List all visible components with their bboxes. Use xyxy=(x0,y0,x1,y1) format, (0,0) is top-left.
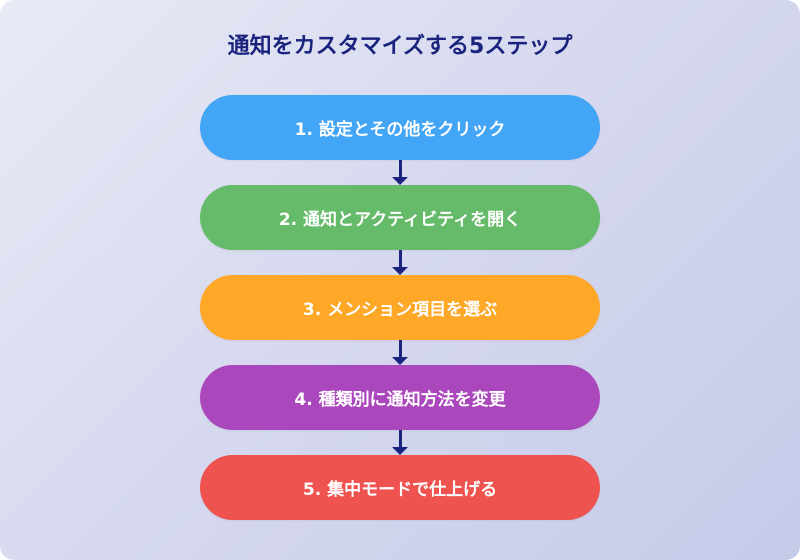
step-1-node: 1. 設定とその他をクリック xyxy=(200,95,600,160)
step-3-label: 3. メンション項目を選ぶ xyxy=(302,300,498,320)
step-4-label: 4. 種類別に通知方法を変更 xyxy=(294,390,506,410)
connector-2-3 xyxy=(392,250,408,275)
diagram-title: 通知をカスタマイズする5ステップ xyxy=(227,34,573,59)
connector-line xyxy=(398,160,402,179)
step-4-node: 4. 種類別に通知方法を変更 xyxy=(200,365,600,430)
arrow-down-icon xyxy=(392,357,408,365)
arrow-down-icon xyxy=(392,447,408,455)
step-2-node: 2. 通知とアクティビティを開く xyxy=(200,185,600,250)
arrow-down-icon xyxy=(392,177,408,185)
step-1-label: 1. 設定とその他をクリック xyxy=(294,120,506,140)
step-5-label: 5. 集中モードで仕上げる xyxy=(302,480,498,500)
arrow-down-icon xyxy=(392,267,408,275)
step-3-node: 3. メンション項目を選ぶ xyxy=(200,275,600,340)
connector-3-4 xyxy=(392,340,408,365)
connector-line xyxy=(398,250,402,269)
connector-1-2 xyxy=(392,160,408,185)
step-2-label: 2. 通知とアクティビティを開く xyxy=(278,210,522,230)
connector-line xyxy=(398,430,402,449)
connector-4-5 xyxy=(392,430,408,455)
step-5-node: 5. 集中モードで仕上げる xyxy=(200,455,600,520)
connector-line xyxy=(398,340,402,359)
